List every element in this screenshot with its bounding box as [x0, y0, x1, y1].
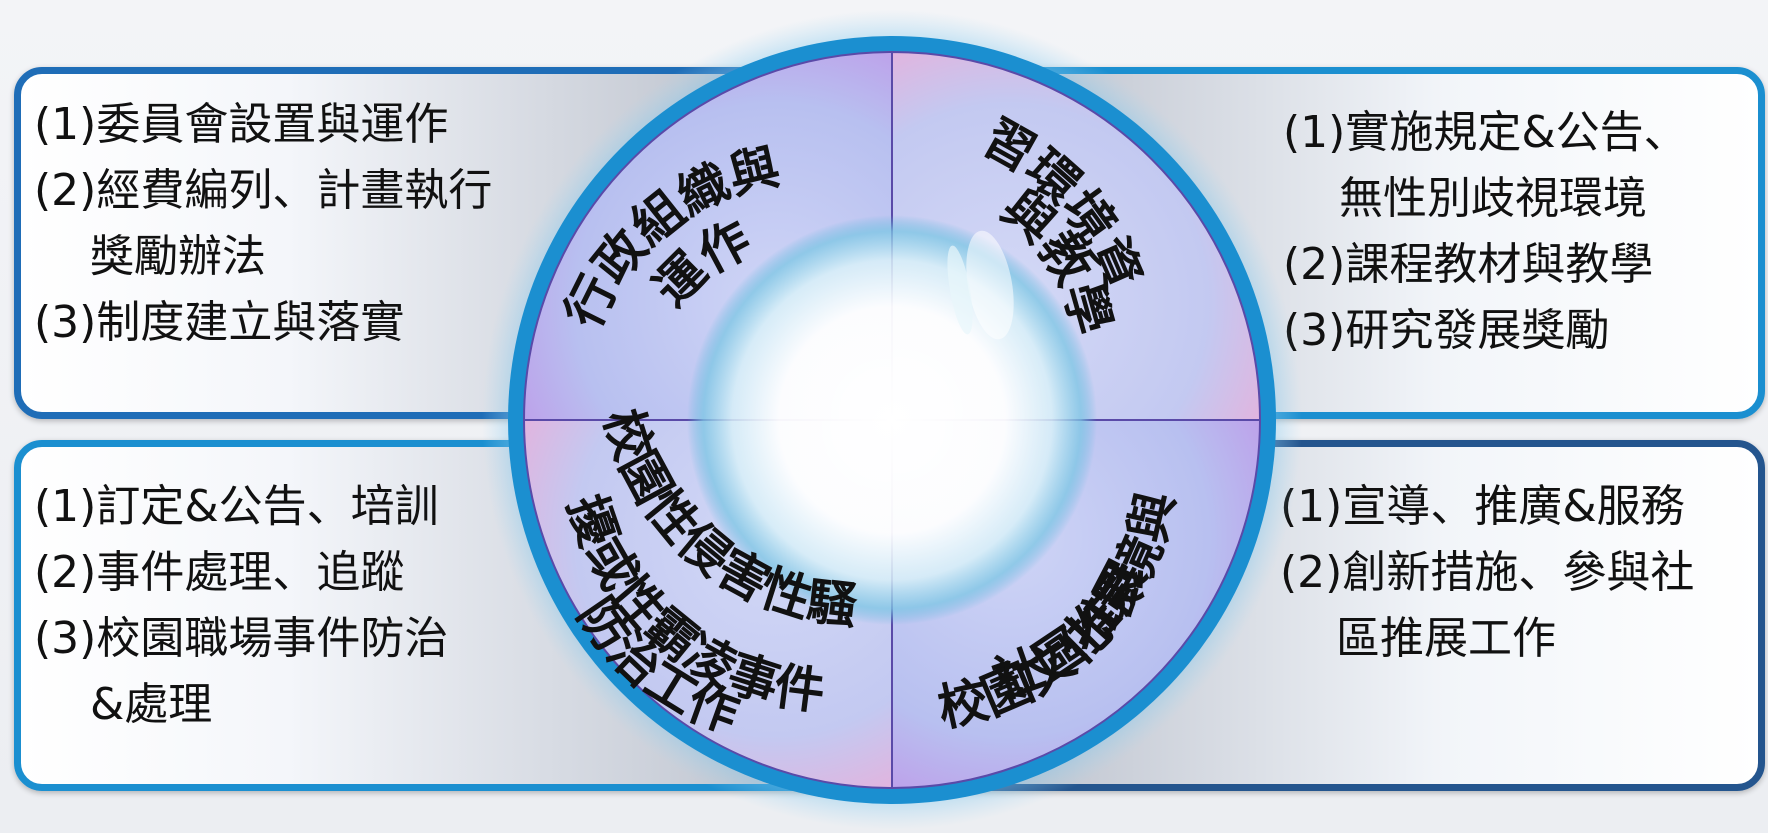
ring-segments: [522, 50, 1262, 790]
list-item: (1)實施規定&公告、: [1283, 107, 1688, 158]
list-item: (3)制度建立與落實: [34, 297, 405, 348]
list-item: 區推展工作: [1336, 613, 1556, 664]
list-item: (2)事件處理、追蹤: [34, 547, 405, 598]
campus-culture-item-list: (1)宣導、推廣&服務 (2)創新措施、參與社 區推展工作: [1280, 474, 1694, 672]
list-item: (2)創新措施、參與社: [1280, 547, 1695, 598]
list-item: 獎勵辦法: [90, 231, 266, 282]
list-item: (2)課程教材與教學: [1283, 239, 1654, 290]
list-item: &處理: [90, 679, 213, 730]
list-item: (2)經費編列、計畫執行: [34, 165, 493, 216]
list-item: (1)訂定&公告、培訓: [34, 481, 439, 532]
list-item: (1)宣導、推廣&服務: [1280, 481, 1685, 532]
list-item: (3)研究發展獎勵: [1283, 305, 1610, 356]
learning-environment-item-list: (1)實施規定&公告、 無性別歧視環境 (2)課程教材與教學 (3)研究發展獎勵: [1283, 100, 1688, 364]
list-item: (3)校園職場事件防治: [34, 613, 449, 664]
administration-item-list: (1)委員會設置與運作 (2)經費編列、計畫執行 獎勵辦法 (3)制度建立與落實: [34, 92, 492, 356]
harassment-prevention-item-list: (1)訂定&公告、培訓 (2)事件處理、追蹤 (3)校園職場事件防治 &處理: [34, 474, 448, 738]
list-item: 無性別歧視環境: [1339, 173, 1647, 224]
list-item: (1)委員會設置與運作: [34, 99, 449, 150]
